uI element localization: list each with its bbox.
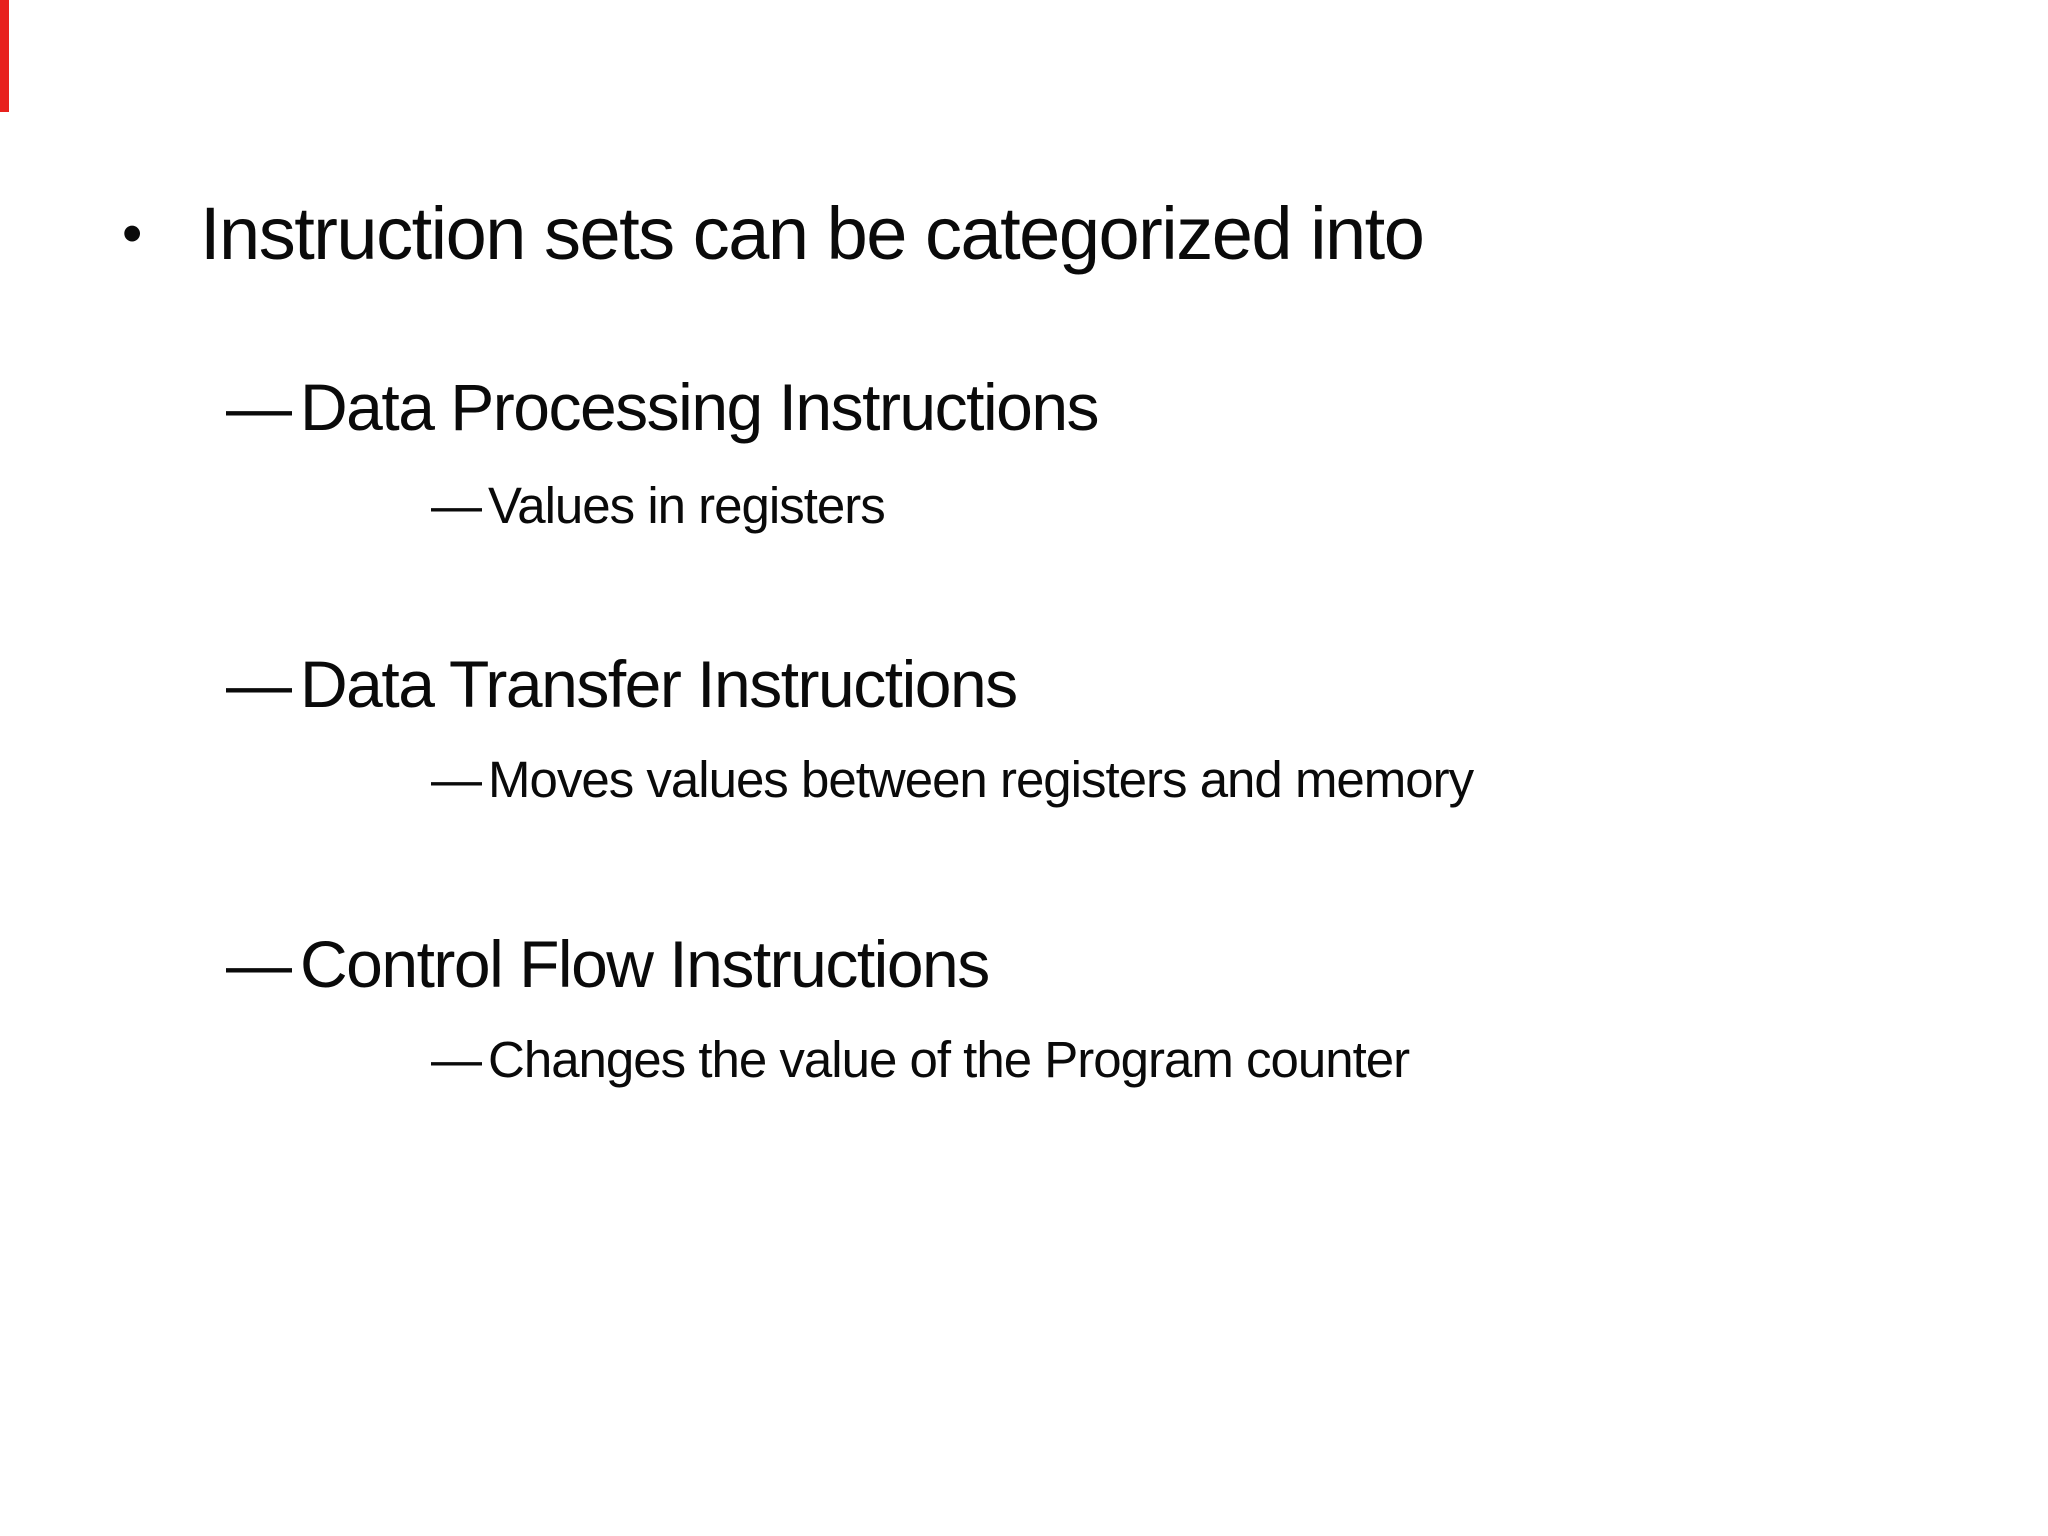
list-item-sub-label: Moves values between registers and memor… <box>488 751 1474 808</box>
list-item-sub-moves-values: — Moves values between registers and mem… <box>431 751 1474 808</box>
list-item-heading-data-processing: — Data Processing Instructions <box>226 370 1100 444</box>
list-item-sub-label: Values in registers <box>488 477 886 534</box>
list-item-sub-label: Changes the value of the Program counter <box>488 1031 1410 1088</box>
accent-strip <box>0 0 9 112</box>
dash-icon: — <box>431 751 482 808</box>
list-item-sub-changes-program-counter: — Changes the value of the Program count… <box>431 1031 1410 1088</box>
list-item-heading-control-flow: — Control Flow Instructions <box>226 927 990 1001</box>
slide-title: Instruction sets can be categorized into <box>200 192 1425 275</box>
dash-icon: — <box>431 1031 482 1088</box>
list-item-sub-values-in-registers: — Values in registers <box>431 477 886 534</box>
list-item-heading-label: Control Flow Instructions <box>300 927 990 1001</box>
list-item-heading-data-transfer: — Data Transfer Instructions <box>226 647 1018 721</box>
dash-icon: — <box>226 647 292 721</box>
dash-icon: — <box>226 927 292 1001</box>
bullet-icon: • <box>122 201 142 266</box>
list-item-heading-label: Data Transfer Instructions <box>300 647 1018 721</box>
dash-icon: — <box>226 370 292 444</box>
dash-icon: — <box>431 477 482 534</box>
list-item-heading-label: Data Processing Instructions <box>300 370 1100 444</box>
slide-title-line: • Instruction sets can be categorized in… <box>122 192 1425 275</box>
